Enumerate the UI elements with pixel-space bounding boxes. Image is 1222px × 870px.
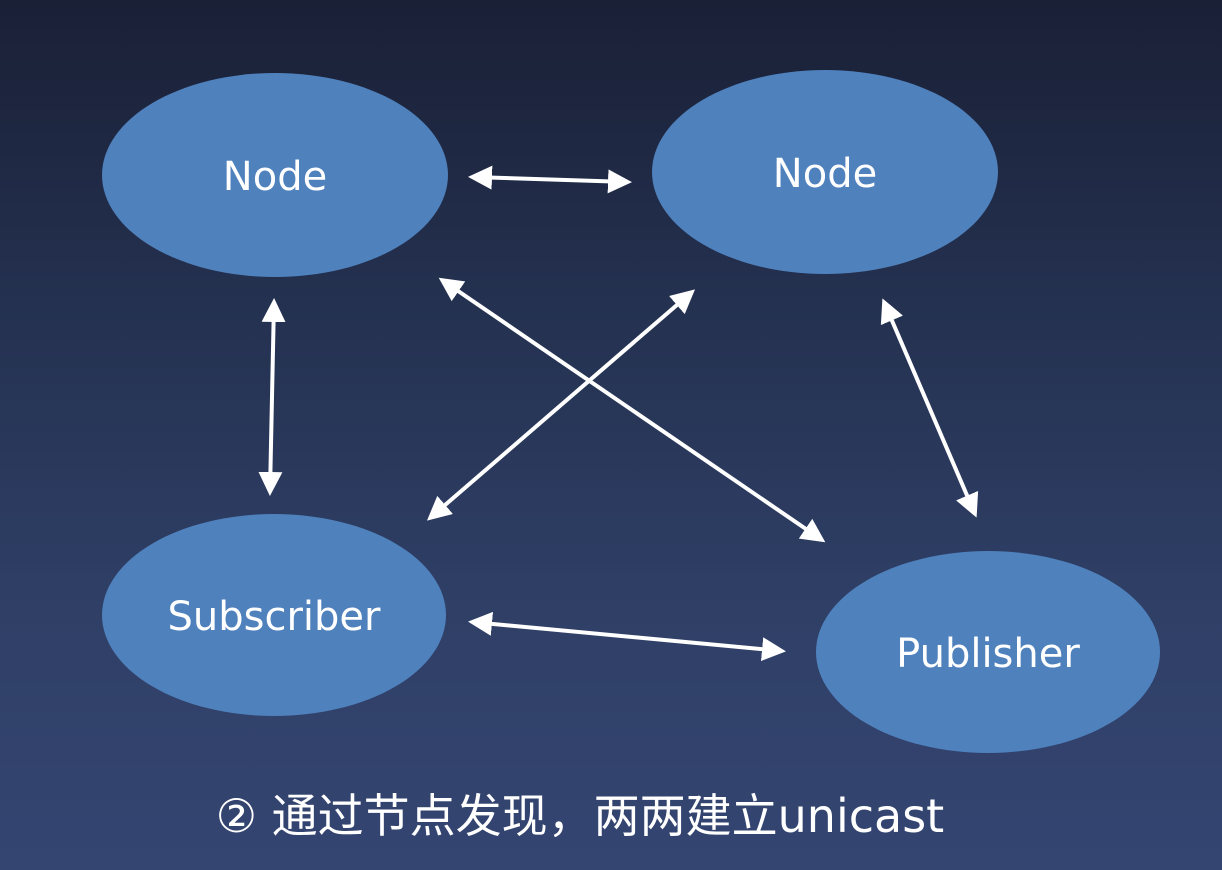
arrow-subscriber-publisher — [468, 611, 786, 662]
node-publisher-shape — [816, 551, 1160, 753]
node-subscriber: Subscriber — [102, 514, 446, 716]
node-top-right-shape — [652, 70, 998, 274]
arrow-node-publisher — [438, 277, 826, 543]
node-top-left: Node — [102, 73, 448, 277]
arrow-node-subscriber — [258, 298, 286, 496]
node-top-left-label: Node — [223, 154, 327, 200]
arrow-node-node — [468, 165, 632, 194]
node-publisher: Publisher — [816, 551, 1160, 753]
node-top-left-shape — [102, 73, 448, 277]
arrow-node-right-subscriber — [426, 289, 696, 521]
node-publisher-label: Publisher — [896, 631, 1080, 677]
node-subscriber-label: Subscriber — [168, 594, 382, 640]
node-top-right: Node — [652, 70, 998, 274]
node-top-right-label: Node — [773, 151, 877, 197]
slide-caption: ② 通过节点发现，两两建立unicast — [215, 789, 945, 843]
node-subscriber-shape — [102, 514, 446, 716]
arrow-node-right-publisher — [880, 298, 979, 518]
